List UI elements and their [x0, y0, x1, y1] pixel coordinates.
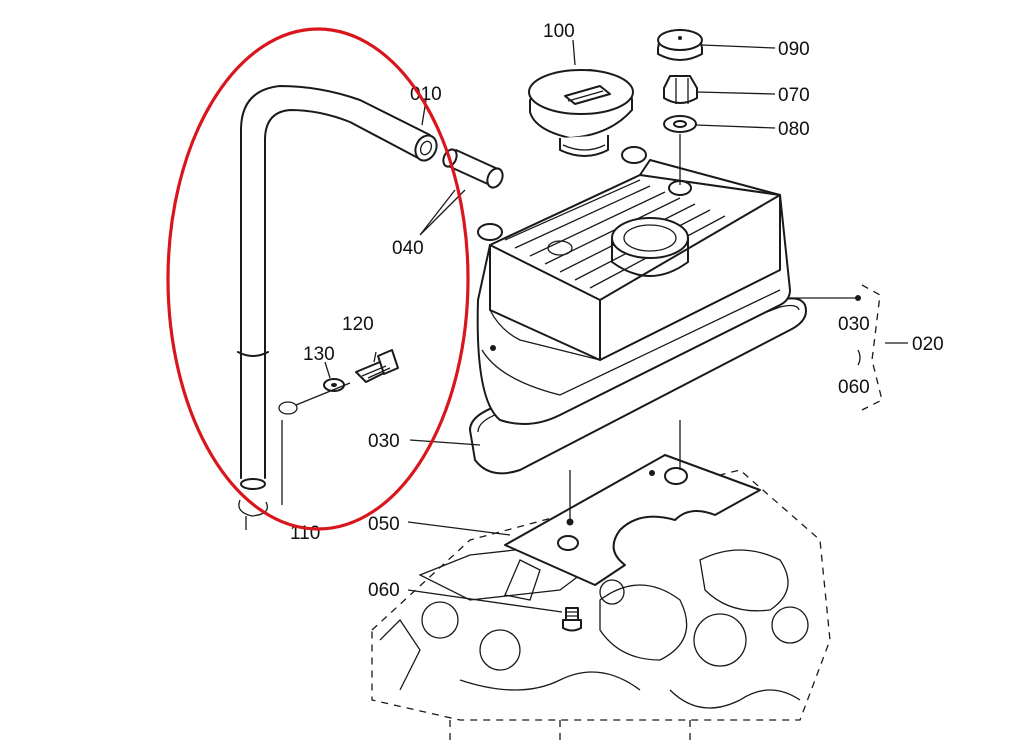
o-ring-small	[278, 382, 351, 505]
label-020: 020	[912, 334, 944, 355]
label-070: 070	[778, 85, 810, 106]
oil-filler-cap-100	[528, 69, 634, 157]
washer-080	[663, 115, 697, 133]
leader-lines	[324, 39, 908, 613]
nut-070	[663, 75, 698, 104]
bolt-060	[562, 607, 582, 632]
label-050: 050	[368, 514, 400, 535]
label-010: 010	[410, 84, 442, 105]
label-060-right: 060	[838, 377, 870, 398]
label-060-left: 060	[368, 580, 400, 601]
cylinder-head	[371, 469, 831, 745]
bolt-120	[355, 349, 399, 383]
valve-cover	[476, 146, 791, 425]
hose-040	[442, 148, 504, 189]
label-120: 120	[342, 314, 374, 335]
highlight-circle	[166, 27, 470, 531]
label-100: 100	[543, 21, 575, 42]
label-090: 090	[778, 39, 810, 60]
label-080: 080	[778, 119, 810, 140]
clamp-110	[238, 499, 269, 530]
breather-pipe-010	[237, 85, 438, 490]
label-030-left: 030	[368, 431, 400, 452]
label-130: 130	[303, 344, 335, 365]
head-gasket-050	[504, 454, 761, 586]
cap-090	[657, 29, 703, 61]
label-030-right: 030	[838, 314, 870, 335]
label-040: 040	[392, 238, 424, 259]
